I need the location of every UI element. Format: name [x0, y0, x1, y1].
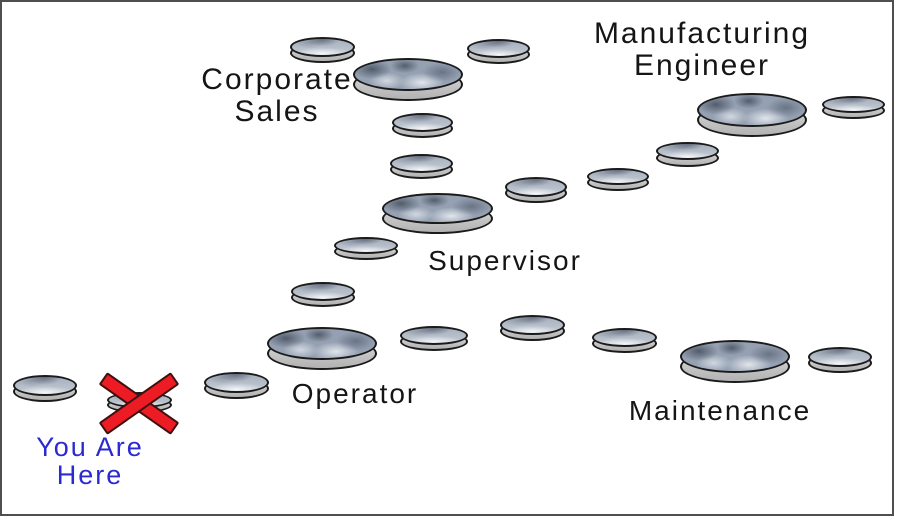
stone-top — [291, 281, 355, 301]
stepping-stone-corporate-sales-path-1 — [391, 112, 453, 138]
stone-top — [697, 93, 807, 127]
diagram-label-maintenance: Maintenance — [628, 395, 812, 426]
diagram-label-you-are-here: You Are Here — [36, 432, 144, 491]
stone-top — [505, 177, 567, 197]
stone-top — [391, 112, 453, 132]
stone-top — [587, 167, 649, 185]
stepping-stone-operator-main — [267, 326, 377, 370]
stone-top — [13, 374, 77, 396]
stepping-stone-corporate-sales-right — [466, 38, 530, 64]
stone-top — [821, 95, 885, 113]
stone-top — [267, 326, 377, 360]
stone-top — [466, 38, 530, 58]
stepping-stone-engineer-path-3 — [655, 142, 719, 167]
stepping-stone-maintenance-main — [680, 339, 790, 383]
stepping-stone-maintenance-right — [808, 347, 872, 373]
stone-top — [400, 325, 468, 345]
stone-top — [591, 327, 657, 347]
stepping-stone-supervisor-main — [381, 192, 493, 234]
stepping-stone-corporate-sales-path-2 — [389, 153, 453, 179]
stepping-stone-operator-path-1 — [203, 371, 269, 399]
diagram-label-operator: Operator — [291, 378, 419, 409]
diagram-label-corporate-sales: Corporate Sales — [201, 63, 353, 128]
stepping-stone-engineer-path-1 — [505, 177, 567, 203]
stepping-stone-supervisor-path-2 — [291, 281, 355, 307]
stepping-stone-corporate-sales-main — [353, 57, 463, 101]
stepping-stone-manufacturing-engineer-right — [821, 95, 885, 119]
diagram-label-supervisor: Supervisor — [428, 245, 582, 276]
stepping-stone-start-stone — [13, 374, 77, 402]
stone-top — [499, 315, 565, 335]
stepping-stone-supervisor-path-1 — [334, 236, 398, 260]
stone-top — [289, 37, 355, 57]
stepping-stone-manufacturing-engineer-main — [697, 93, 807, 137]
diagram-label-manufacturing-engineer: Manufacturing Engineer — [593, 17, 811, 82]
stepping-stone-maintenance-path-3 — [591, 327, 657, 353]
stepping-stone-maintenance-path-2 — [499, 315, 565, 341]
stone-top — [680, 339, 790, 373]
stone-top — [655, 142, 719, 160]
stone-top — [381, 192, 493, 224]
stone-top — [203, 371, 269, 393]
red-x-marker — [94, 371, 184, 435]
stone-top — [334, 236, 398, 254]
stone-top — [808, 347, 872, 367]
stone-top — [389, 153, 453, 173]
stepping-stone-corporate-sales-left — [289, 37, 355, 63]
stepping-stone-engineer-path-2 — [587, 167, 649, 191]
stepping-stone-maintenance-path-1 — [400, 325, 468, 351]
stone-top — [353, 57, 463, 91]
